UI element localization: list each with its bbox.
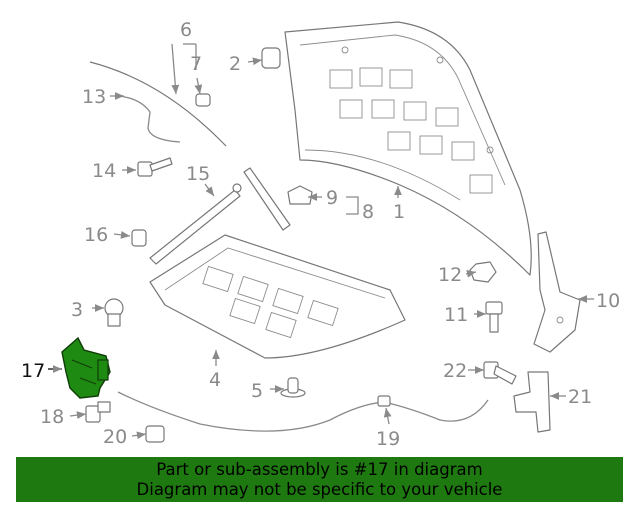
callout-7: 7 <box>190 53 202 75</box>
cable-clip <box>377 395 391 407</box>
bumper-stop <box>261 47 281 69</box>
diagram-notice-banner: Part or sub-assembly is #17 in diagram D… <box>16 457 623 502</box>
latch-bracket <box>513 371 551 433</box>
callout-1: 1 <box>393 201 405 223</box>
callout-22: 22 <box>443 360 467 382</box>
release-cable <box>117 391 489 432</box>
callout-5: 5 <box>251 380 263 402</box>
callout-9: 9 <box>326 187 338 209</box>
callout-16: 16 <box>84 224 108 246</box>
bolt-11 <box>485 301 503 333</box>
hood-inner-ribs <box>329 46 494 194</box>
callout-17: 17 <box>21 360 45 382</box>
hood-seal-bar <box>243 167 291 231</box>
callout-3: 3 <box>71 299 83 321</box>
hood-latch-assembly <box>61 336 111 399</box>
hood-hinge <box>533 231 581 353</box>
hood-insulator <box>149 234 406 359</box>
callout-4: 4 <box>209 369 221 391</box>
callout-21: 21 <box>568 386 592 408</box>
callout-13: 13 <box>82 86 106 108</box>
callout-6: 6 <box>180 19 192 41</box>
retainer-9 <box>287 185 313 205</box>
hood-lift-strut <box>149 183 242 265</box>
hood-clip <box>195 93 211 107</box>
callout-11: 11 <box>444 304 468 326</box>
fastener-16 <box>131 229 147 247</box>
callout-12: 12 <box>438 264 462 286</box>
hood-seal-strip <box>89 61 227 147</box>
bolt-18 <box>85 401 111 423</box>
callout-leaders <box>48 43 594 440</box>
callout-15: 15 <box>186 163 210 185</box>
callout-8: 8 <box>362 201 374 223</box>
callout-labels: 1 2 3 4 5 6 7 8 9 10 11 12 13 14 15 16 1… <box>21 19 620 450</box>
hood-panel <box>284 21 532 276</box>
push-pin-5 <box>280 377 306 398</box>
callout-20: 20 <box>103 426 127 448</box>
callout-19: 19 <box>376 428 400 450</box>
plug-3 <box>104 298 124 327</box>
bolt-14 <box>137 157 173 177</box>
callout-18: 18 <box>40 406 64 428</box>
bolt-22 <box>483 361 517 385</box>
callout-10: 10 <box>596 290 620 312</box>
nut-20 <box>145 425 165 443</box>
callout-2: 2 <box>229 53 241 75</box>
callout-14: 14 <box>92 160 116 182</box>
hood-prop-rod <box>117 95 181 143</box>
notice-line-disclaimer: Diagram may not be specific to your vehi… <box>136 480 503 499</box>
notice-line-part: Part or sub-assembly is #17 in diagram <box>156 460 483 479</box>
